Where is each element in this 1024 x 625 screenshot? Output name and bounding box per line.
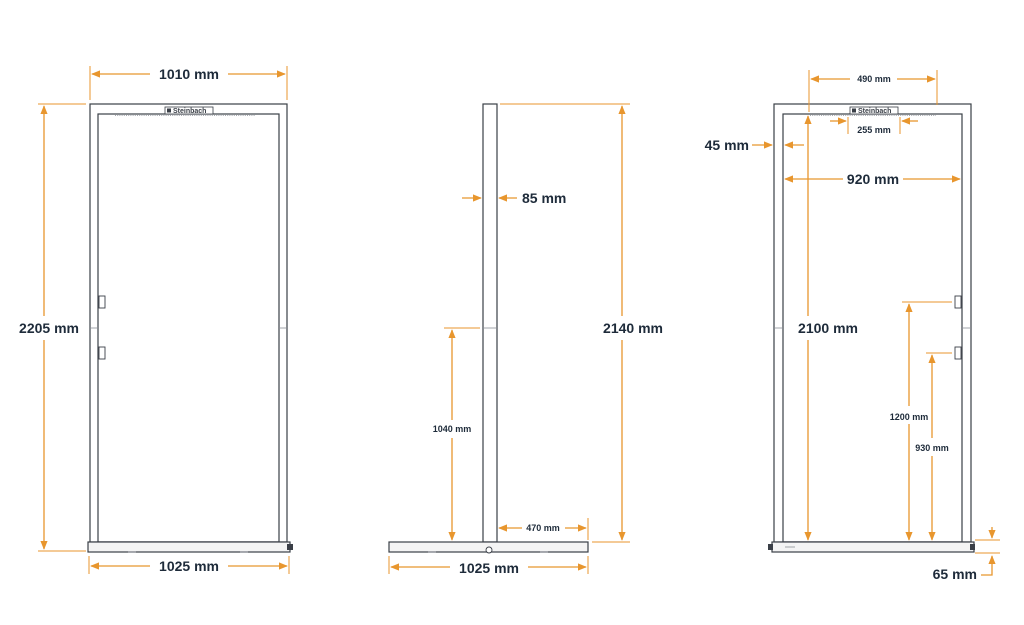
rear-bracket-upper [954, 295, 962, 309]
rear-logo-width-label: 490 mm [857, 74, 891, 84]
side-hinge-height-label: 1040 mm [433, 424, 472, 434]
front-logo-text: Steinbach [173, 108, 206, 115]
front-logo-plate [164, 106, 214, 115]
front-width-top-label: 1010 mm [159, 66, 219, 82]
front-bracket-lower [98, 346, 106, 360]
rear-frame-side-label: 45 mm [705, 137, 749, 153]
front-width-base-label: 1025 mm [159, 558, 219, 574]
rear-logo-inner-label: 255 mm [857, 125, 891, 135]
steinbach-logo-icon [852, 108, 856, 113]
rear-base [771, 541, 975, 553]
rear-logo-text: Steinbach [858, 108, 891, 115]
steinbach-logo-icon [167, 108, 171, 113]
rear-bracket-lower [954, 346, 962, 360]
rear-inner-height-label: 2100 mm [798, 320, 858, 336]
front-outer-frame [89, 103, 288, 543]
rear-view: Steinbach 490 mm 255 mm 45 mm 920 mm [705, 70, 1000, 582]
front-height-label: 2205 mm [19, 320, 79, 336]
front-base [87, 541, 291, 553]
rear-base-height-label: 65 mm [933, 566, 977, 582]
front-base-connector [287, 544, 293, 550]
side-frame [482, 103, 498, 543]
front-inner-frame [97, 113, 280, 543]
rear-dim-base-bottom [981, 555, 996, 576]
rear-base-connector-right [970, 544, 975, 550]
rear-lower-bracket-label: 930 mm [915, 443, 949, 453]
rear-upper-bracket-label: 1200 mm [890, 412, 929, 422]
rear-inner-width-label: 920 mm [847, 171, 899, 187]
side-height-frame-label: 2140 mm [603, 320, 663, 336]
side-depth-base-label: 1025 mm [459, 560, 519, 576]
side-base-hole [485, 546, 493, 554]
rear-base-connector-left [768, 544, 773, 550]
side-view: 85 mm 2140 mm 1040 mm 470 mm 1025 mm [388, 103, 663, 576]
side-foot-depth-label: 470 mm [526, 523, 560, 533]
front-bracket-upper [98, 295, 106, 309]
side-depth-frame-label: 85 mm [522, 190, 566, 206]
rear-logo-plate [849, 106, 899, 115]
front-view: Steinbach 1010 mm 2205 mm 1025 mm [19, 66, 293, 574]
